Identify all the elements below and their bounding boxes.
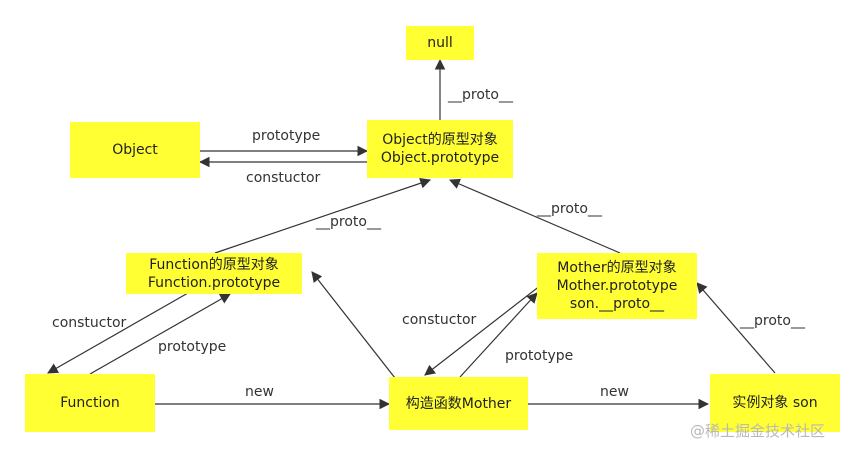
node-mother-prototype-line1: Mother的原型对象	[557, 260, 677, 276]
edge-mother-prototype	[459, 292, 538, 378]
node-function: Function	[25, 374, 155, 432]
label-object-constructor: constuctor	[246, 170, 321, 186]
label-function-constructor: constuctor	[52, 315, 127, 331]
node-object-label: Object	[112, 142, 158, 158]
edge-fnproto-objproto	[214, 178, 432, 254]
edge-fn-constructor	[47, 292, 189, 374]
label-object-prototype: prototype	[252, 128, 321, 144]
node-son-label: 实例对象 son	[732, 395, 818, 411]
edge-motherproto-objproto	[449, 178, 621, 254]
label-function-prototype: prototype	[158, 339, 227, 355]
node-mother-prototype: Mother的原型对象 Mother.prototype son.__proto…	[537, 253, 697, 319]
edge-mother-fnproto	[311, 271, 396, 379]
node-null-label: null	[427, 35, 453, 51]
node-object-prototype-line1: Object的原型对象	[382, 132, 498, 148]
node-function-prototype-line2: Function.prototype	[147, 274, 281, 291]
label-function-new: new	[245, 384, 274, 400]
node-mother: 构造函数Mother	[389, 377, 528, 430]
label-mother-new: new	[600, 384, 629, 400]
label-proto-null: __proto__	[448, 87, 513, 103]
node-function-prototype-line1: Function的原型对象	[149, 256, 279, 273]
node-object: Object	[70, 122, 200, 178]
node-object-prototype-line2: Object.prototype	[380, 150, 500, 166]
label-son-proto: __proto__	[740, 313, 805, 329]
label-function-proto-up: __proto__	[316, 214, 381, 230]
edge-son-motherproto	[696, 282, 776, 374]
label-mother-constructor: constuctor	[402, 312, 477, 328]
node-mother-prototype-line3: son.__proto__	[569, 296, 665, 312]
node-function-prototype: Function的原型对象 Function.prototype	[126, 253, 302, 294]
node-null: null	[406, 26, 474, 60]
watermark: @稀土掘金技术社区	[690, 422, 826, 440]
label-mother-proto-up: __proto__	[537, 201, 602, 217]
edge-mother-constructor	[424, 281, 546, 376]
edge-fn-prototype	[89, 293, 231, 375]
node-mother-prototype-line2: Mother.prototype	[556, 278, 678, 294]
node-function-label: Function	[60, 395, 120, 411]
label-mother-prototype: prototype	[505, 348, 574, 364]
node-mother-label: 构造函数Mother	[405, 395, 512, 412]
node-son: 实例对象 son	[710, 374, 840, 432]
node-object-prototype: Object的原型对象 Object.prototype	[367, 120, 513, 178]
